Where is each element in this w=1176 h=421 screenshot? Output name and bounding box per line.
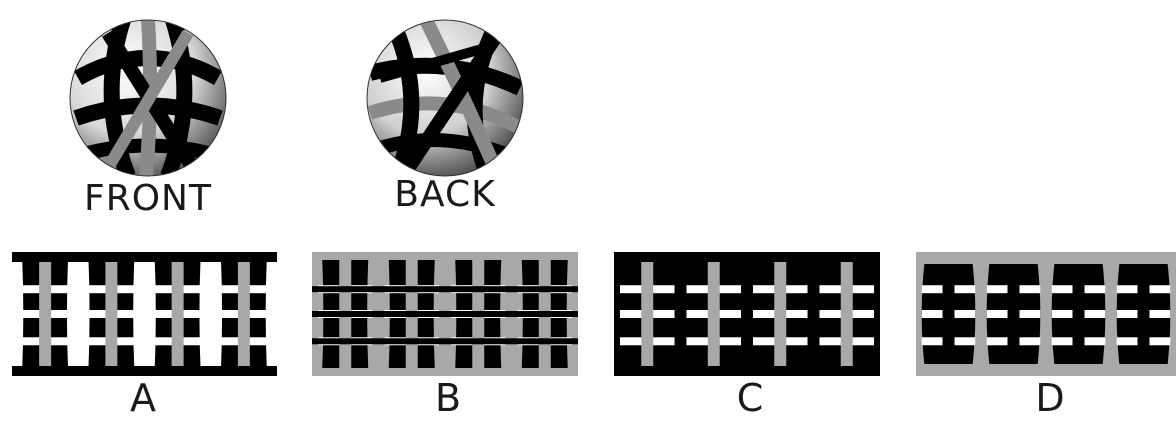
pattern-lobe	[686, 252, 741, 376]
pattern-lobe	[922, 252, 976, 376]
pattern-lobe	[819, 252, 874, 376]
option-d-label: D	[1020, 376, 1080, 420]
pattern-lobe	[150, 252, 204, 376]
option-c-label: C	[720, 376, 780, 420]
pattern-lobe	[18, 252, 72, 376]
option-a-label: A	[113, 376, 173, 420]
pattern-lobe	[84, 252, 138, 376]
pattern-lobe	[1052, 252, 1106, 376]
pattern-lobe	[217, 252, 271, 376]
option-b-panel[interactable]	[312, 252, 578, 376]
pattern-lobe	[753, 252, 808, 376]
front-label: FRONT	[38, 178, 258, 219]
pattern-lobe	[987, 252, 1041, 376]
option-a-panel[interactable]	[12, 252, 277, 376]
front-sphere	[68, 18, 228, 178]
option-d-panel[interactable]	[916, 252, 1176, 376]
pattern-lobe	[620, 252, 675, 376]
option-b-label: B	[418, 376, 478, 420]
back-sphere	[365, 18, 525, 178]
pattern-lobe	[1117, 252, 1171, 376]
option-c-panel[interactable]	[614, 252, 880, 376]
back-label: BACK	[335, 174, 555, 215]
